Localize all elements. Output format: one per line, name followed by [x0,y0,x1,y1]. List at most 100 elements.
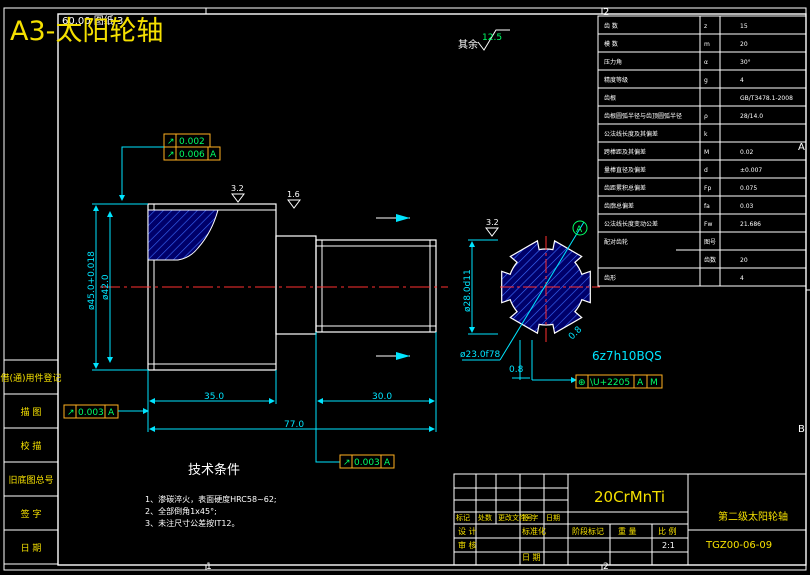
dim-d42: ø42.0 [101,274,111,300]
svg-text:↗: ↗ [167,150,175,160]
note-line-1: 1、渗碳淬火，表面硬度HRC58~62; [145,494,277,504]
zone-marker-top-2: 2 [603,7,609,18]
drawing-no: TGZ00-06-09 [705,540,772,551]
part-name: 第二级太阳轮轴 [718,510,788,523]
param-value: 20 [740,257,748,264]
left-strip-label: 校 描 [21,440,42,452]
roughness-rest-label: 其余 [458,38,478,51]
zone-marker-bottom-2: 2 [603,562,609,572]
param-value: GB/T3478.1-2008 [740,95,793,102]
svg-text:A: A [108,408,115,418]
param-symbol: Fw [704,221,712,228]
dim-spline-08: 0.8 [567,325,584,342]
param-value: 0.075 [740,185,757,192]
param-symbol: g [704,77,708,84]
param-name: 跨棒距及其偏差 [604,148,646,156]
roughness-mark [231,193,245,203]
svg-text:A: A [637,378,644,388]
rev-header-5: 日期 [546,514,560,522]
rev-header-3: 更改文件号 [498,513,533,522]
zone-marker-b: B [798,424,805,435]
tolerance-leader-top [119,146,164,201]
param-symbol: 图号 [704,239,716,246]
roughness-symbol [477,29,510,51]
dim-30: 30.0 [372,392,392,402]
param-name: 精度等级 [604,76,628,84]
shaft-neck [275,235,317,335]
param-name: 齿 数 [604,22,618,30]
roughness-rest-value: 12.5 [482,33,502,43]
roughness-mark [287,199,301,209]
param-name: 齿距累积总偏差 [604,184,646,192]
title-block: 20CrMnTi 第二级太阳轮轴 TGZ00-06-09 阶段标记 重 量 比 … [453,473,807,566]
left-strip-label: 描 图 [21,406,42,418]
tolerance-frame-bottom: ↗ 0.003 A [339,454,395,469]
scale-label: 比 例 [658,526,677,536]
param-name: 压力角 [604,58,622,66]
left-strip-label: 借(通)用件登记 [0,372,61,384]
svg-text:A: A [210,150,217,160]
datum-a-circle [572,220,588,236]
notes-heading: 技术条件 [188,462,240,478]
material: 20CrMnTi [594,488,665,506]
param-name: 齿根 [604,94,616,102]
roughness-value-2: 1.6 [287,190,300,199]
overlay-label: 60.00 图纸 3 [62,14,123,27]
param-symbol: 齿数 [704,256,716,264]
sheet-title: A3-太阳轮轴 [10,16,163,47]
inner-border [57,13,807,566]
note-line-3: 3、未注尺寸公差按IT12。 [145,518,240,528]
roughness-value-3: 3.2 [486,218,499,227]
param-symbol: fa [704,203,710,210]
datum-a: A [576,225,583,235]
rev-header-1: 标记 [456,513,470,522]
left-strip-label: 日 期 [21,543,42,554]
svg-text:↗: ↗ [343,458,351,468]
svg-text:↗: ↗ [67,408,75,418]
svg-text:⊕: ⊕ [578,378,586,388]
param-value: 4 [740,77,744,84]
svg-text:\U+2205: \U+2205 [590,378,630,388]
param-value: 28/14.0 [740,113,763,120]
param-name: 齿根圆弧半径与齿顶圆弧半径 [604,112,682,120]
dim-spline-id: ø23.0f78 [460,350,500,360]
param-symbol: m [704,41,710,48]
svg-text:A: A [384,458,391,468]
roughness-value-1: 3.2 [231,184,244,193]
param-value: ±0.007 [740,167,762,174]
outer-border [3,7,807,571]
left-strip-label: 旧底图总号 [8,474,53,486]
spline-id-leader [499,221,585,361]
spline-code: 6z7h10BQS [592,349,662,363]
param-value: 0.02 [740,149,754,156]
scale-value: 2:1 [662,541,675,550]
rev-header-4: 签 字 [522,513,538,522]
svg-text:0.003: 0.003 [78,408,104,418]
param-value: 20 [740,41,748,48]
zone-marker-a: A [798,142,805,153]
dim-08: 0.8 [509,365,524,375]
tolerance-frame-spline: ⊕ \U+2205 A M [575,374,663,389]
spline-section-view [500,236,600,342]
section-arrow [396,352,410,360]
dim-spline-od: ø28.0d11 [463,269,473,312]
dim-d45: ø45.0+0.018 [87,251,97,310]
param-symbol: k [704,131,708,138]
shaft-spline-section [315,239,437,333]
section-hatch [147,209,219,261]
zone-marker-bottom-1: 1 [206,562,212,572]
stage-label: 阶段标记 [572,526,604,536]
param-symbol: z [704,23,707,30]
note-line-2: 2、全部倒角1x45°; [145,506,217,516]
tolerance-frame-left: ↗ 0.003 A [63,404,119,419]
param-value: 4 [740,275,744,282]
param-value: 15 [740,23,748,30]
param-symbol: ρ [704,113,708,120]
section-arrow [396,214,410,222]
design-label: 设 计 [458,526,477,536]
tolerance-frame-top-2: ↗ 0.006 A [163,146,221,161]
param-name: 齿形 [604,274,616,282]
param-symbol: d [704,167,708,174]
